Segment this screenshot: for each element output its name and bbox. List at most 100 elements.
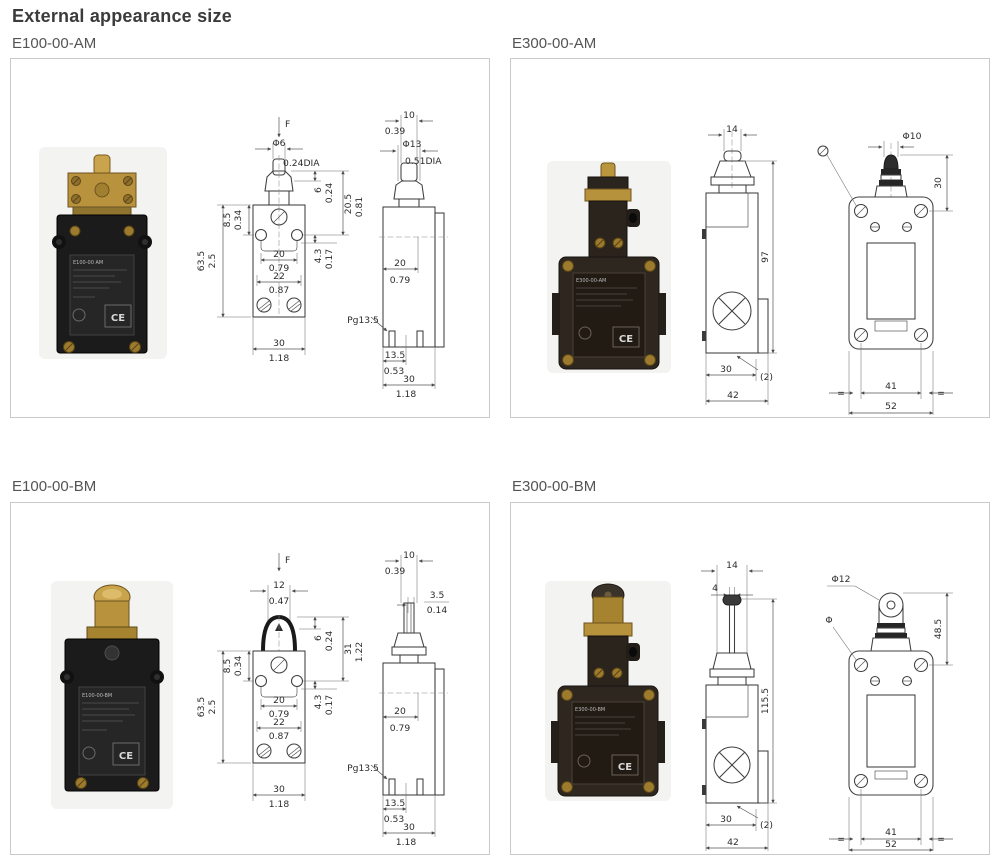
dim-label: 22 (273, 271, 285, 282)
panel-e100-00-am: E100-00 AM CE F Φ6 0.24DIA 20 0.79 (10, 58, 490, 418)
dim-label: 2.5 (207, 254, 218, 269)
dim-label: 1.18 (269, 353, 290, 364)
photo-label-plate (69, 254, 135, 336)
panel-label-e100-00-bm: E100-00-BM (12, 478, 97, 495)
dim-label: 42 (727, 390, 739, 401)
equal-mark: = (837, 389, 845, 399)
panel-label-e300-00-bm: E300-00-BM (512, 478, 597, 495)
dim-label: 0.81 (354, 197, 365, 217)
note-label: (2) (760, 820, 773, 831)
gland-label: Pg13.5 (347, 315, 379, 326)
photo-model-text: E300-00-BM (575, 707, 605, 713)
dim-label: 0.39 (385, 126, 406, 137)
dim-label: 30 (720, 814, 732, 825)
dim-label: 14 (726, 560, 738, 571)
dim-label: 0.79 (269, 263, 290, 274)
dim-label: 0.79 (390, 723, 411, 734)
dim-label: 0.53 (384, 366, 405, 377)
dim-label: 20 (394, 706, 406, 717)
photo-model-text: E300-00-AM (576, 278, 606, 284)
dim-label: 1.18 (396, 389, 417, 400)
dim-label: 48.5 (933, 619, 944, 640)
gland-label: Pg13.5 (347, 763, 379, 774)
side-view-drawing: 10 0.39 3.5 0.14 20 0.79 Pg13.5 13.5 0.5… (347, 550, 449, 848)
dim-label: 20 (273, 695, 285, 706)
dim-label: 20 (394, 258, 406, 269)
equal-mark: = (937, 835, 945, 845)
page-title: External appearance size (12, 6, 232, 26)
dim-label: 0.47 (269, 596, 290, 607)
equal-mark: = (837, 835, 845, 845)
dim-label: 0.87 (269, 731, 290, 742)
dim-label: 0.79 (269, 709, 290, 720)
dim-label: 52 (885, 839, 897, 850)
dim-label: 1.22 (354, 642, 365, 662)
panel-e300-00-bm: E300-00-BM CE 14 4 115.5 30 (2) (510, 502, 990, 855)
force-label: F (285, 119, 290, 130)
dim-label: 63.5 (196, 697, 207, 718)
dim-label: 8.5 (222, 213, 233, 228)
side-view-drawing: 14 4 115.5 30 (2) 42 (701, 560, 777, 851)
ce-mark-text: CE (618, 762, 632, 773)
dim-label: 6 (313, 187, 324, 193)
dim-label: 4.3 (313, 249, 324, 264)
photo-label-plate (572, 272, 646, 358)
photo-label-plate (571, 701, 645, 785)
dim-label: 10 (403, 110, 415, 121)
panel-label-e300-00-am: E300-00-AM (512, 35, 597, 52)
dim-label: 63.5 (196, 251, 207, 272)
front-view-drawing: Φ12 Φ 48.5 41 = = 52 (825, 574, 953, 852)
dim-label: 30 (273, 784, 285, 795)
dim-label: 1.18 (269, 799, 290, 810)
ce-mark-text: CE (119, 751, 133, 762)
ce-mark-text: CE (111, 313, 125, 324)
dim-label: 10 (403, 550, 415, 561)
dim-label: 97 (760, 251, 771, 263)
dim-label: 30 (720, 364, 732, 375)
dim-label: 13.5 (385, 798, 406, 809)
dim-label: 0.34 (233, 210, 244, 231)
dim-label: 22 (273, 717, 285, 728)
force-label: F (285, 555, 290, 566)
panel-e300-00-am: E300-00-AM CE 14 97 30 (2) 42 (510, 58, 990, 418)
dim-label: 0.17 (324, 249, 335, 270)
photo-model-text: E100-00-BM (82, 693, 112, 699)
dim-label: 30 (933, 177, 944, 189)
dim-label: 20.5 (343, 194, 354, 215)
product-photo-e100-00-am: E100-00 AM CE (39, 147, 167, 359)
dim-label: Φ10 (903, 131, 922, 142)
front-view-drawing: Φ10 30 41 = = 52 (817, 131, 953, 415)
dim-label: Φ (825, 615, 832, 626)
dim-label: 30 (273, 338, 285, 349)
ce-mark-text: CE (619, 334, 633, 345)
dim-label: 52 (885, 401, 897, 412)
dim-label: 0.17 (324, 695, 335, 716)
side-view-drawing: 14 97 30 (2) 42 (702, 124, 777, 405)
front-view-drawing: F Φ6 0.24DIA 20 0.79 22 0.87 30 1.18 0.3… (196, 117, 365, 364)
dim-label: 1.18 (396, 837, 417, 848)
dim-label: 31 (343, 643, 354, 655)
dim-label: Φ13 (403, 139, 422, 150)
dim-label: 13.5 (385, 350, 406, 361)
dim-label: 0.24 (324, 631, 335, 652)
front-view-drawing: F 12 0.47 20 0.79 22 0.87 30 1.18 0.34 8… (196, 553, 365, 810)
photo-label-plate (78, 686, 146, 776)
photo-model-text: E100-00 AM (73, 260, 103, 266)
dim-label: 42 (727, 837, 739, 848)
dim-label: 30 (403, 822, 415, 833)
note-label: (2) (760, 372, 773, 383)
dim-label: 6 (313, 635, 324, 641)
dim-label: 30 (403, 374, 415, 385)
panel-e100-00-bm: E100-00-BM CE F 12 0.47 20 0.79 22 (10, 502, 490, 855)
dim-label: 4.3 (313, 695, 324, 710)
dim-label: 2.5 (207, 700, 218, 715)
dim-label: 41 (885, 827, 897, 838)
dim-label: 0.34 (233, 656, 244, 677)
dim-label: 12 (273, 580, 285, 591)
dim-label: Φ6 (272, 138, 285, 149)
equal-mark: = (937, 389, 945, 399)
dim-label: 0.24 (324, 183, 335, 204)
dim-label: 0.39 (385, 566, 406, 577)
dim-label: 4 (712, 583, 718, 594)
dim-label: 8.5 (222, 659, 233, 674)
